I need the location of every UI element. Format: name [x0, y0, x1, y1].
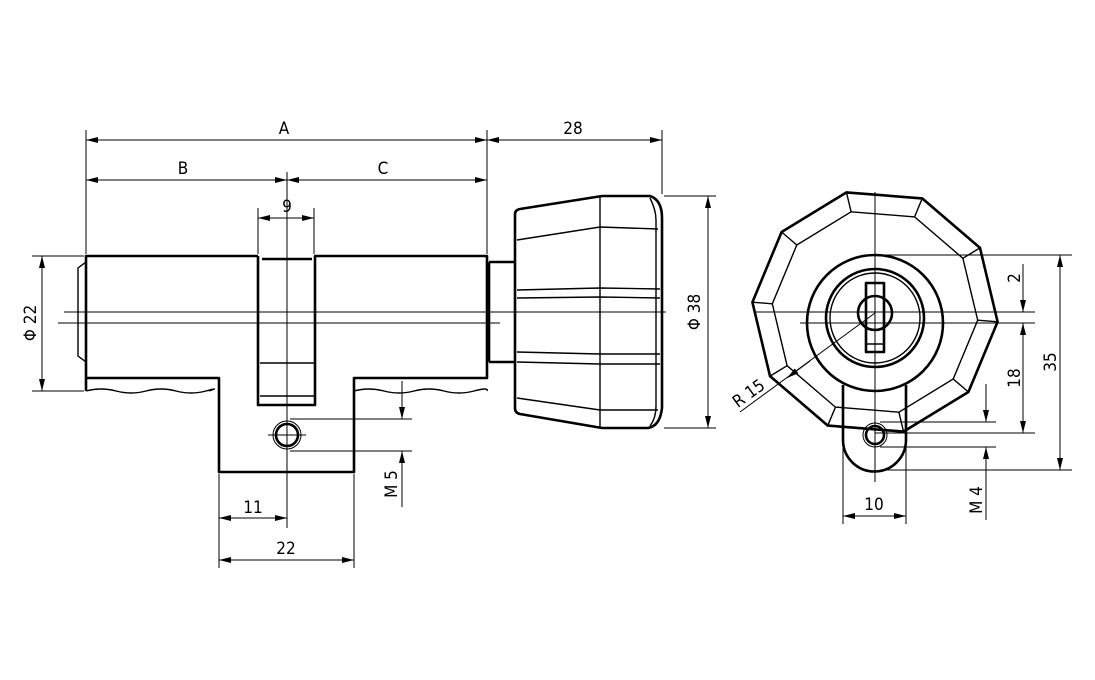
shaft	[487, 260, 515, 364]
dimensions-side	[32, 130, 716, 568]
knob-side	[513, 194, 664, 430]
facet-edge	[952, 378, 969, 393]
cylinder-end-chamfer	[77, 261, 87, 363]
dim-R15-label: R 15	[729, 376, 769, 413]
dim-A-label: A	[279, 119, 290, 139]
dim-22-label: 22	[276, 539, 295, 559]
facet-edge	[769, 365, 788, 377]
knob-facets	[752, 192, 998, 432]
dim-11-label: 11	[243, 498, 262, 518]
dim-28-label: 28	[563, 119, 582, 139]
cam	[256, 256, 317, 407]
dim-10-label: 10	[864, 495, 883, 515]
knob-outline	[751, 191, 999, 433]
facet-edge	[781, 231, 798, 246]
facet-edge	[962, 247, 981, 259]
facet-edge	[845, 192, 852, 212]
dimensions-front	[739, 254, 1072, 524]
dim-35-label: 35	[1041, 352, 1061, 371]
dim-B-label: B	[178, 159, 189, 179]
facet-edge	[827, 406, 837, 426]
break-line	[85, 388, 488, 394]
dim-phi38-label: Φ 38	[685, 294, 705, 330]
dim-phi22-label: Φ 22	[21, 305, 41, 341]
knob-ribs	[516, 196, 661, 428]
dim-M4-label: M 4	[967, 486, 987, 514]
dim-M5-label: M 5	[382, 470, 402, 498]
dim-9-label: 9	[282, 197, 292, 217]
dim-2-label: 2	[1005, 273, 1025, 283]
cylinder-body	[84, 254, 489, 474]
side-view: A 28 B C 9 Φ 22 Φ 38 11 22 M 5	[21, 119, 716, 568]
facet-edge	[977, 319, 998, 323]
dim-18-label: 18	[1005, 368, 1025, 387]
dim-C-label: C	[378, 159, 389, 179]
facet-edge	[752, 301, 773, 305]
front-view: R 15 2 18 35 10 M 4	[729, 191, 1072, 524]
facet-edge	[913, 198, 923, 218]
